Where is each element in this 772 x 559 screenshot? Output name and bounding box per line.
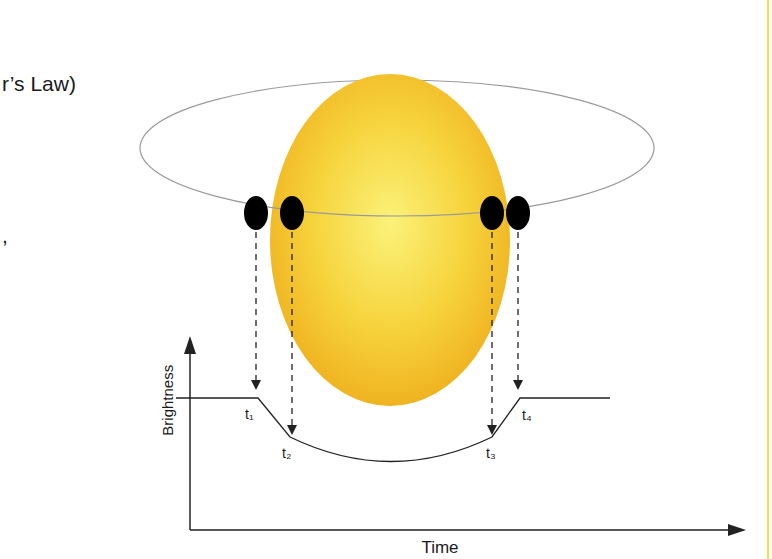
time-marker: t₂ [282, 446, 291, 461]
time-marker: t₁ [245, 407, 254, 422]
projection-arrows [256, 232, 518, 433]
time-marker: t₄ [522, 408, 532, 423]
light-curve [176, 398, 610, 462]
axis-label: Time [421, 539, 458, 558]
orbit-front [140, 148, 654, 216]
planets [244, 196, 530, 230]
axes [184, 336, 746, 536]
side-rule [767, 0, 769, 559]
axis-label: Brightness [160, 365, 177, 436]
cut-off-text: r’s Law) [2, 72, 76, 95]
cut-off-text: , [2, 224, 8, 247]
star [270, 74, 510, 406]
time-marker: t₃ [486, 446, 496, 461]
